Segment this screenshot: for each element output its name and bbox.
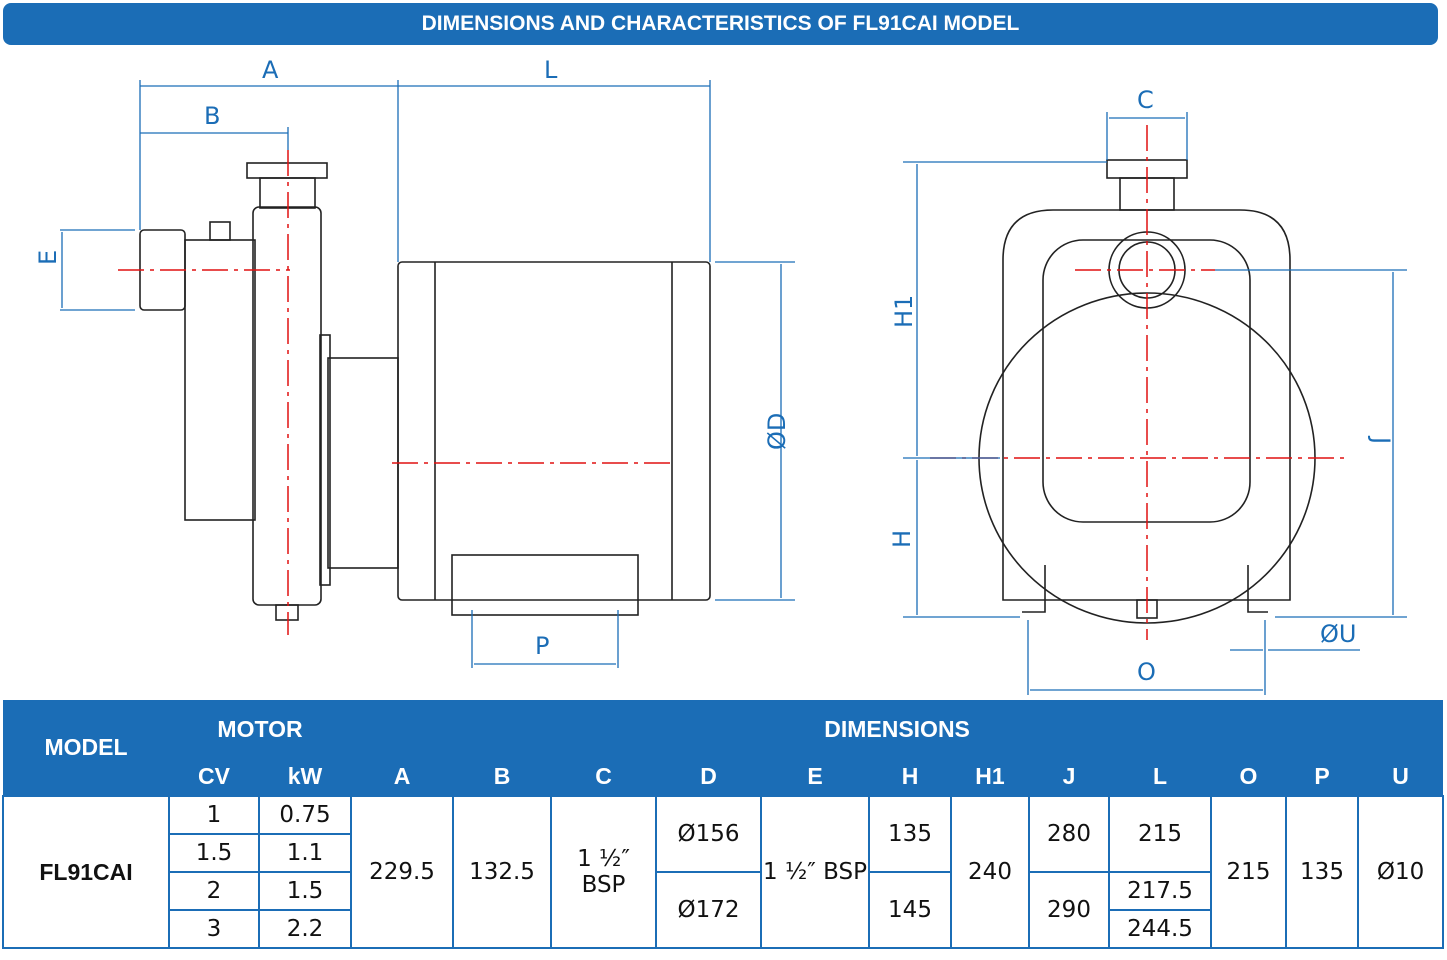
col-h: H: [869, 758, 951, 796]
col-o: O: [1211, 758, 1286, 796]
dim-label-j: J: [1367, 435, 1395, 444]
l-cell: 215: [1108, 795, 1212, 873]
dimensions-table: MODEL MOTOR DIMENSIONS CV kW A B C D E H…: [2, 700, 1445, 949]
dim-label-b: B: [204, 102, 220, 130]
h-cell: 135: [868, 795, 952, 873]
col-b: B: [453, 758, 551, 796]
u-cell: Ø10: [1356, 795, 1445, 949]
o-cell: 215: [1210, 795, 1287, 949]
h1-cell: 240: [950, 795, 1030, 949]
cv-cell: 1: [168, 795, 260, 835]
header-model: MODEL: [3, 700, 169, 796]
col-h1: H1: [951, 758, 1029, 796]
c-cell: 1 ½″ BSP: [550, 795, 657, 949]
col-e: E: [761, 758, 869, 796]
col-d: D: [656, 758, 761, 796]
title-banner: DIMENSIONS AND CHARACTERISTICS OF FL91CA…: [3, 3, 1438, 45]
cv-cell: 3: [168, 909, 260, 949]
dim-label-h: H: [888, 530, 916, 548]
header-motor: MOTOR: [169, 700, 351, 758]
kw-cell: 1.1: [258, 833, 352, 873]
col-j: J: [1029, 758, 1109, 796]
side-view: A L B E ØD P: [34, 56, 795, 668]
table-row: FL91CAI 1 0.75 229.5 132.5 1 ½″ BSP Ø156…: [2, 795, 1445, 949]
h-cell: 145: [868, 871, 952, 949]
dim-label-e: E: [34, 250, 62, 265]
col-u: U: [1358, 758, 1444, 796]
dim-label-h1: H1: [890, 295, 918, 328]
table-row: 1.5 1.1: [3, 833, 1443, 873]
dim-label-d: ØD: [763, 413, 791, 450]
dim-label-u: ØU: [1320, 620, 1356, 648]
col-p: P: [1286, 758, 1358, 796]
b-cell: 132.5: [452, 795, 552, 949]
a-cell: 229.5: [350, 795, 454, 949]
cv-cell: 2: [168, 871, 260, 911]
p-cell: 135: [1285, 795, 1359, 949]
dimension-drawing: A L B E ØD P C H1 H J ØU O: [34, 56, 1407, 695]
dim-label-l: L: [544, 56, 558, 84]
d-cell: Ø156: [655, 795, 762, 873]
col-l: L: [1109, 758, 1211, 796]
header-dimensions: DIMENSIONS: [351, 700, 1444, 758]
dim-label-c: C: [1137, 86, 1154, 114]
front-view: C H1 H J ØU O: [888, 86, 1407, 695]
col-cv: CV: [169, 758, 259, 796]
kw-cell: 0.75: [258, 795, 352, 835]
j-cell: 280: [1028, 795, 1110, 873]
j-cell: 290: [1028, 871, 1110, 949]
l-cell: 217.5: [1108, 871, 1212, 911]
dim-label-a: A: [262, 56, 279, 84]
table-row: 3 2.2 244.5: [3, 909, 1443, 949]
dim-label-o: O: [1137, 658, 1156, 686]
e-cell: 1 ½″ BSP: [760, 795, 870, 949]
col-kw: kW: [259, 758, 351, 796]
d-cell: Ø172: [655, 871, 762, 949]
dim-label-p: P: [535, 632, 549, 660]
kw-cell: 2.2: [258, 909, 352, 949]
col-a: A: [351, 758, 453, 796]
cv-cell: 1.5: [168, 833, 260, 873]
model-cell: FL91CAI: [2, 795, 170, 949]
col-c: C: [551, 758, 656, 796]
l-cell: 244.5: [1108, 909, 1212, 949]
kw-cell: 1.5: [258, 871, 352, 911]
table-row: 2 1.5 Ø172 145 290 217.5: [3, 871, 1443, 949]
